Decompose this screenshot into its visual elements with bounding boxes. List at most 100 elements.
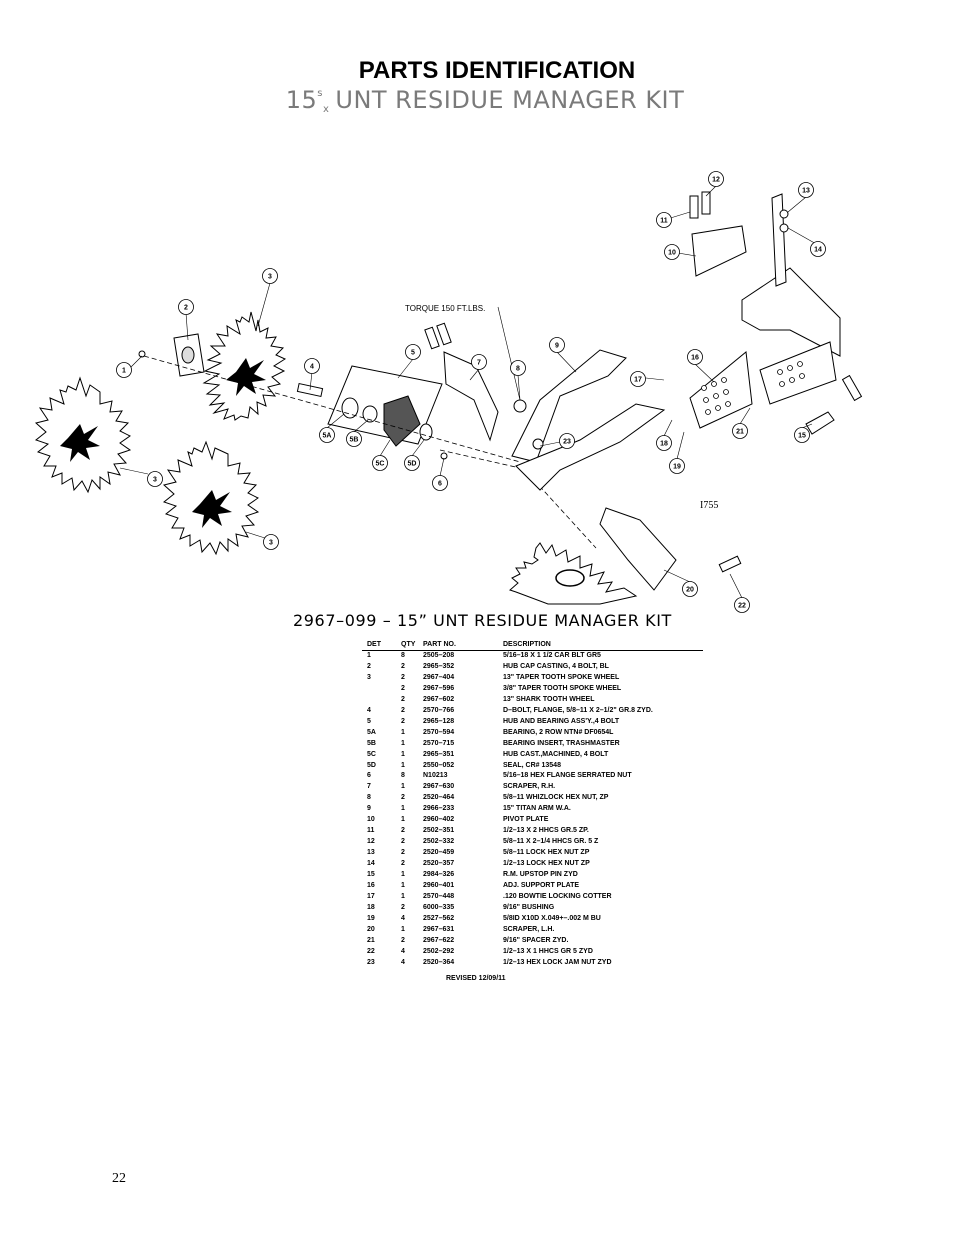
hub-cast-5c — [383, 395, 421, 447]
torque-note: TORQUE 150 FT.LBS. — [405, 304, 485, 313]
leader-line — [439, 457, 445, 477]
leader-line — [309, 371, 313, 391]
cell-qty: 2 — [401, 662, 405, 670]
leader-line — [663, 419, 673, 437]
cell-qty: 2 — [401, 684, 405, 692]
callout-label: 5C — [376, 461, 385, 468]
callout-circle — [147, 471, 163, 487]
kit-title: 2967–099 – 15” UNT RESIDUE MANAGER KIT — [293, 611, 672, 630]
callout-circle — [682, 581, 698, 597]
callout-label: 14 — [814, 247, 822, 254]
hole — [703, 397, 709, 403]
cell-part-no: 2570–594 — [423, 728, 455, 736]
cell-det: 20 — [367, 925, 375, 933]
cell-description: 9/16" SPACER ZYD. — [503, 936, 569, 944]
callout-label: 16 — [691, 355, 699, 362]
cell-det: 9 — [367, 805, 371, 813]
cell-description: SCRAPER, L.H. — [503, 925, 555, 933]
cell-part-no: 2966–233 — [423, 805, 455, 813]
leader-line — [729, 573, 743, 599]
nut — [532, 438, 544, 450]
cell-description: SCRAPER, R.H. — [503, 783, 556, 791]
cell-part-no: 2967–404 — [423, 673, 455, 681]
cell-part-no: 2984–326 — [423, 871, 455, 879]
page-number: 22 — [112, 1171, 126, 1186]
cell-det: 5A — [367, 728, 376, 736]
cell-part-no: N10213 — [423, 772, 448, 780]
cell-qty: 2 — [401, 860, 405, 868]
cell-description: BEARING INSERT, TRASHMASTER — [503, 739, 620, 747]
col-description: DESCRIPTION — [503, 639, 703, 651]
leader-line — [663, 569, 691, 583]
hole — [715, 405, 721, 411]
callout-circle — [372, 455, 388, 471]
callout-circle — [732, 423, 748, 439]
callout-circle — [304, 358, 320, 374]
cell-qty: 2 — [401, 794, 405, 802]
cell-description: 1/2–13 LOCK HEX NUT ZP — [503, 860, 590, 868]
cell-det: 17 — [367, 892, 375, 900]
vertical-bracket — [771, 193, 787, 287]
revised-date: REVISED 12/09/11 — [446, 975, 506, 982]
cell-part-no: 2550–052 — [423, 761, 455, 769]
callout-label: 4 — [310, 364, 314, 371]
cell-part-no: 2967–596 — [423, 684, 455, 692]
bearing-5b — [362, 405, 378, 423]
callout-circle — [810, 241, 826, 257]
leader-line — [119, 467, 149, 475]
wheel-upper-hub — [226, 358, 266, 396]
cell-part-no: 2965–352 — [423, 662, 455, 670]
hole — [779, 381, 785, 387]
cell-description: 1/2–13 X 1 HHCS GR 5 ZYD — [503, 947, 593, 955]
cell-qty: 1 — [401, 739, 405, 747]
leader-line — [326, 413, 345, 429]
leader-line — [397, 358, 414, 379]
hole — [725, 401, 731, 407]
leader-line — [645, 377, 665, 381]
callout-label: 1 — [122, 368, 126, 375]
hole — [789, 377, 795, 383]
cell-det: 21 — [367, 936, 375, 944]
callout-label: 10 — [668, 250, 676, 257]
callout-label: 7 — [477, 360, 481, 367]
cell-part-no: 2502–332 — [423, 838, 455, 846]
cell-description: HUB AND BEARING ASS'Y.,4 BOLT — [503, 717, 620, 725]
callout-circle — [559, 433, 575, 449]
hole — [797, 361, 803, 367]
callout-label: 13 — [802, 188, 810, 195]
cell-qty: 1 — [401, 882, 405, 890]
wheel-bottom-hub — [555, 569, 585, 587]
wheel-left-hub — [60, 424, 100, 462]
hole — [713, 393, 719, 399]
cell-det: 11 — [367, 827, 375, 835]
cell-qty: 2 — [401, 849, 405, 857]
cell-qty: 2 — [401, 838, 405, 846]
seal-5d — [419, 423, 433, 441]
cell-qty: 4 — [401, 914, 405, 922]
cell-description: HUB CAP CASTING, 4 BOLT, BL — [503, 662, 609, 670]
callout-label: 22 — [738, 603, 746, 610]
leader-line — [694, 363, 715, 383]
nut — [779, 223, 789, 233]
cell-description: 5/8ID X10D X.049+–.002 M BU — [503, 914, 601, 922]
cell-det: 1 — [367, 652, 371, 659]
hole — [777, 369, 783, 375]
cell-part-no: 2520–357 — [423, 860, 455, 868]
cell-det: 4 — [367, 706, 371, 714]
cell-det: 10 — [367, 816, 375, 824]
cell-det: 22 — [367, 947, 375, 955]
